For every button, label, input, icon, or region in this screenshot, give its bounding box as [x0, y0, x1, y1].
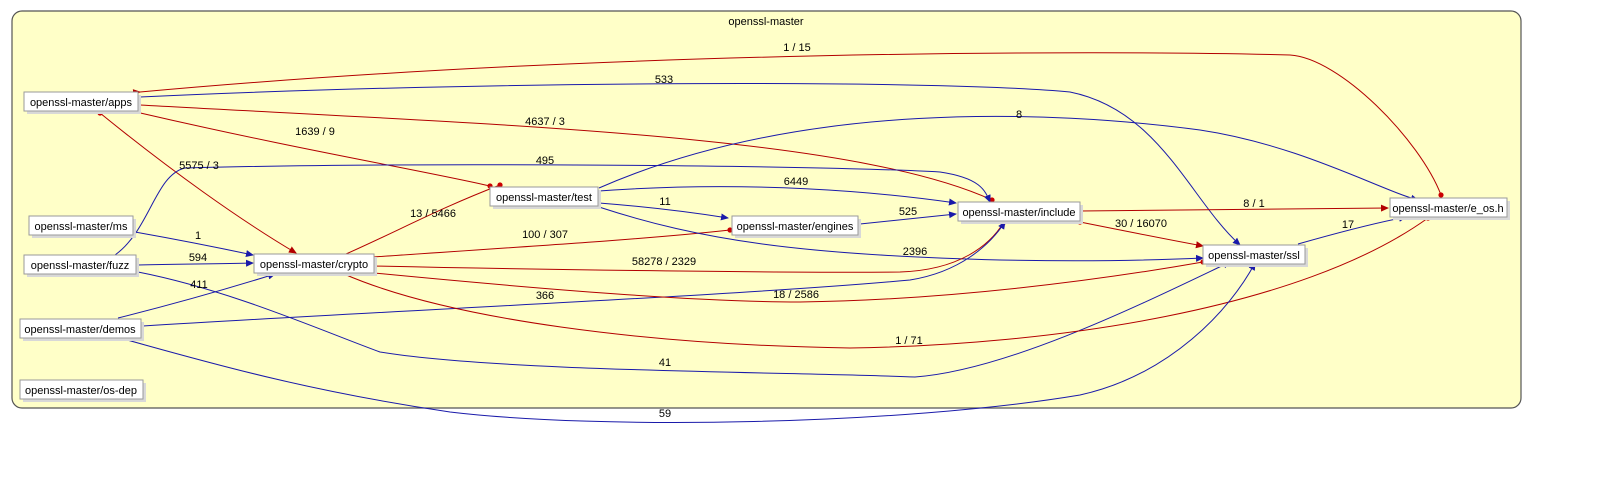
node-label-ms: openssl-master/ms — [35, 221, 128, 233]
node-label-apps: openssl-master/apps — [30, 97, 133, 109]
node-ssl[interactable]: openssl-master/ssl — [1202, 244, 1308, 267]
node-label-demos: openssl-master/demos — [24, 324, 136, 336]
node-label-crypto: openssl-master/crypto — [260, 259, 368, 271]
node-label-os-dep: openssl-master/os-dep — [25, 385, 137, 397]
edge-label: 41 — [659, 357, 671, 369]
edge-label: 8 / 1 — [1243, 198, 1264, 210]
edge-label: 525 — [899, 206, 917, 218]
edge-label: 366 — [536, 290, 554, 302]
edge-apps-eos — [132, 52, 1444, 198]
edge-label: 1639 / 9 — [295, 126, 335, 138]
node-eos[interactable]: openssl-master/e_os.h — [1389, 197, 1510, 220]
edge-ms-crypto — [134, 231, 254, 257]
edge-label: 58278 / 2329 — [632, 256, 696, 268]
edge-label: 100 / 307 — [522, 229, 568, 241]
node-test[interactable]: openssl-master/test — [489, 186, 601, 209]
node-include[interactable]: openssl-master/include — [957, 201, 1083, 224]
node-label-ssl: openssl-master/ssl — [1208, 250, 1300, 262]
node-crypto[interactable]: openssl-master/crypto — [253, 253, 377, 276]
edge-label: 533 — [655, 74, 673, 86]
edge-label: 1 — [195, 230, 201, 242]
edge-label: 18 / 2586 — [773, 289, 819, 301]
node-demos[interactable]: openssl-master/demos — [19, 318, 144, 341]
edge-fuzz-ssl — [137, 261, 1231, 378]
edge-label: 1 / 15 — [783, 42, 811, 54]
edge-label: 5575 / 3 — [179, 160, 219, 172]
nodes: openssl-master/apps openssl-master/ms op… — [19, 91, 1510, 402]
edge-fuzz-crypto — [137, 259, 254, 267]
edge-label: 13 / 5466 — [410, 208, 456, 220]
edge-crypto-ssl — [366, 259, 1206, 303]
edge-demos-crypto — [117, 272, 276, 319]
edge-label: 594 — [189, 252, 207, 264]
node-os-dep[interactable]: openssl-master/os-dep — [19, 379, 146, 402]
cluster-title: openssl-master — [728, 16, 804, 28]
edge-label: 17 — [1342, 219, 1354, 231]
edge-test-eos — [598, 115, 1419, 202]
cluster-openssl-master: openssl-master — [11, 10, 1522, 409]
edge-test-include — [598, 186, 957, 206]
edge-include-eos — [1077, 204, 1389, 214]
node-fuzz[interactable]: openssl-master/fuzz — [23, 254, 139, 277]
node-label-engines: openssl-master/engines — [737, 221, 854, 233]
node-label-include: openssl-master/include — [962, 207, 1075, 219]
edge-label: 8 — [1016, 109, 1022, 121]
edge-label: 11 — [659, 196, 670, 208]
node-engines[interactable]: openssl-master/engines — [731, 215, 861, 238]
edge-crypto-eos — [336, 215, 1431, 349]
edge-label: 1 / 71 — [895, 335, 923, 347]
edges — [97, 52, 1444, 423]
node-label-eos: openssl-master/e_os.h — [1392, 203, 1503, 215]
node-ms[interactable]: openssl-master/ms — [28, 215, 136, 238]
edge-label: 4637 / 3 — [525, 116, 565, 128]
edge-label: 6449 — [784, 176, 808, 188]
edge-fuzz-include — [114, 164, 991, 256]
edge-labels: 1 / 15 533 4637 / 3 8 1639 / 9 5575 / 3 … — [179, 42, 1354, 420]
edge-label: 30 / 16070 — [1115, 218, 1167, 230]
node-apps[interactable]: openssl-master/apps — [23, 91, 141, 114]
node-label-fuzz: openssl-master/fuzz — [31, 260, 129, 272]
edge-label: 59 — [659, 408, 671, 420]
edge-demos-ssl — [119, 262, 1256, 423]
edge-label: 411 — [190, 279, 208, 291]
edge-apps-ssl — [139, 83, 1241, 246]
edge-label: 495 — [536, 155, 554, 167]
edge-label: 2396 — [903, 246, 927, 258]
edge-apps-crypto — [97, 110, 297, 254]
node-label-test: openssl-master/test — [496, 192, 592, 204]
